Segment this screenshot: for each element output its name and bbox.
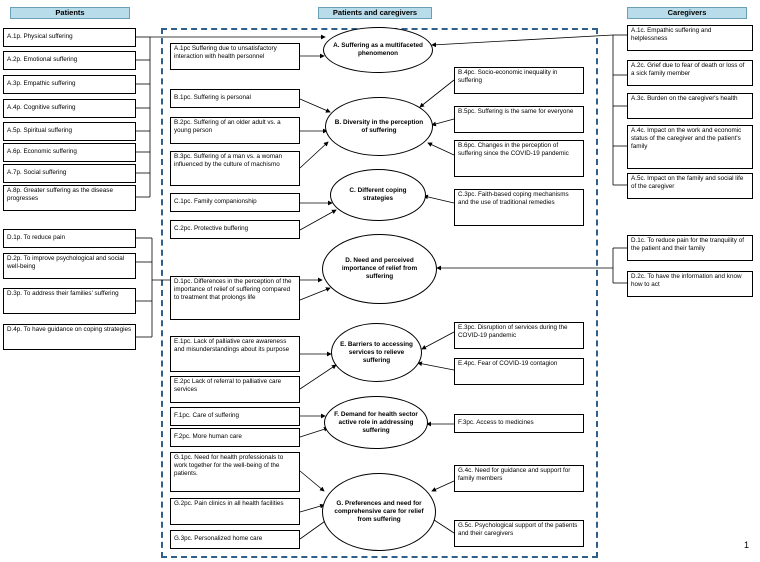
pc-subtheme-d1pc: D.1pc. Differences in the perception of …: [170, 276, 300, 320]
theme-c-ellipse: C. Different coping strategies: [330, 169, 426, 221]
caregiver-subtheme-a2c: A.2c. Grief due to fear of death or loss…: [627, 60, 753, 86]
pc-subtheme-f2pc: F.2pc. More human care: [170, 428, 300, 447]
patient-subtheme-d1p: D.1p. To reduce pain: [3, 229, 136, 248]
patients-caregivers-header: Patients and caregivers: [318, 7, 432, 19]
pc-subtheme-g3pc: G.3pc. Personalized home care: [170, 530, 300, 549]
pc-subtheme-b3pc: B.3pc. Suffering of a man vs. a woman in…: [170, 151, 300, 186]
pc-subtheme-b4pc: B.4pc. Socio-economic inequality in suff…: [454, 67, 584, 94]
pc-subtheme-e4pc: E.4pc. Fear of COVID-19 contagion: [454, 358, 584, 385]
patient-subtheme-a5p: A.5p. Spiritual suffering: [3, 122, 136, 141]
pc-subtheme-b6pc: B.6pc. Changes in the perception of suff…: [454, 140, 584, 177]
patient-subtheme-a3p: A.3p. Empathic suffering: [3, 75, 136, 94]
caregiver-subtheme-a1c: A.1c. Empathic suffering and helplessnes…: [627, 25, 753, 51]
pc-subtheme-f1pc: F.1pc. Care of suffering: [170, 407, 300, 426]
pc-subtheme-c2pc: C.2pc. Protective buffering: [170, 220, 300, 239]
pc-subtheme-f3pc: F.3pc. Access to medicines: [454, 414, 584, 433]
caregiver-subtheme-a5c: A.5c. Impact on the family and social li…: [627, 173, 753, 199]
patient-subtheme-d3p: D.3p. To address their families' sufferi…: [3, 288, 136, 314]
patients-header: Patients: [10, 7, 130, 19]
pc-subtheme-b2pc: B.2pc. Suffering of an older adult vs. a…: [170, 117, 300, 144]
caregiver-subtheme-a3c: A.3c. Burden on the caregiver's health: [627, 93, 753, 119]
caregiver-subtheme-d2c: D.2c. To have the information and know h…: [627, 271, 753, 297]
pc-subtheme-g5c: G.5c. Psychological support of the patie…: [454, 520, 584, 547]
theme-f-ellipse: F. Demand for health sector active role …: [324, 396, 428, 449]
pc-subtheme-c1pc: C.1pc. Family companionship: [170, 193, 300, 212]
theme-a-ellipse: A. Suffering as a multifaceted phenomeno…: [323, 27, 433, 73]
pc-subtheme-e2pc: E.2pc Lack of referral to palliative car…: [170, 376, 300, 403]
patient-subtheme-a2p: A.2p. Emotional suffering: [3, 51, 136, 70]
caregivers-header: Caregivers: [627, 7, 747, 19]
patient-subtheme-a7p: A.7p. Social suffering: [3, 164, 136, 183]
theme-e-ellipse: E. Barriers to accessing services to rel…: [331, 323, 422, 382]
pc-subtheme-e1pc: E.1pc. Lack of palliative care awareness…: [170, 336, 300, 372]
pc-subtheme-b5pc: B.5pc. Suffering is the same for everyon…: [454, 106, 584, 133]
patient-subtheme-d4p: D.4p. To have guidance on coping strateg…: [3, 324, 136, 350]
page-number: 1: [744, 540, 750, 550]
pc-subtheme-e3pc: E.3pc. Disruption of services during the…: [454, 322, 584, 349]
pc-subtheme-c3pc: C.3pc. Faith-based coping mechanisms and…: [454, 189, 584, 226]
patient-subtheme-d2p: D.2p. To improve psychological and socia…: [3, 253, 136, 279]
caregiver-subtheme-a4c: A.4c. Impact on the work and economic st…: [627, 125, 753, 169]
patient-subtheme-a1p: A.1p. Physical suffering: [3, 28, 136, 47]
patient-subtheme-a6p: A.6p. Economic suffering: [3, 143, 136, 162]
pc-subtheme-g2pc: G.2pc. Pain clinics in all health facili…: [170, 498, 300, 525]
pc-subtheme-a1pc: A.1pc Suffering due to unsatisfactory in…: [170, 43, 300, 70]
patient-subtheme-a8p: A.8p. Greater suffering as the disease p…: [3, 185, 136, 211]
pc-subtheme-g1pc: G.1pc. Need for health professionals to …: [170, 452, 300, 492]
pc-subtheme-b1pc: B.1pc. Suffering is personal: [170, 89, 300, 108]
theme-b-ellipse: B. Diversity in the perception of suffer…: [325, 97, 433, 156]
theme-d-ellipse: D. Need and perceived importance of reli…: [322, 234, 437, 304]
caregiver-subtheme-d1c: D.1c. To reduce pain for the tranquility…: [627, 235, 753, 261]
theme-g-ellipse: G. Preferences and need for comprehensiv…: [322, 473, 436, 551]
pc-subtheme-g4c: G.4c. Need for guidance and support for …: [454, 465, 584, 492]
patient-subtheme-a4p: A.4p. Cognitive suffering: [3, 99, 136, 118]
